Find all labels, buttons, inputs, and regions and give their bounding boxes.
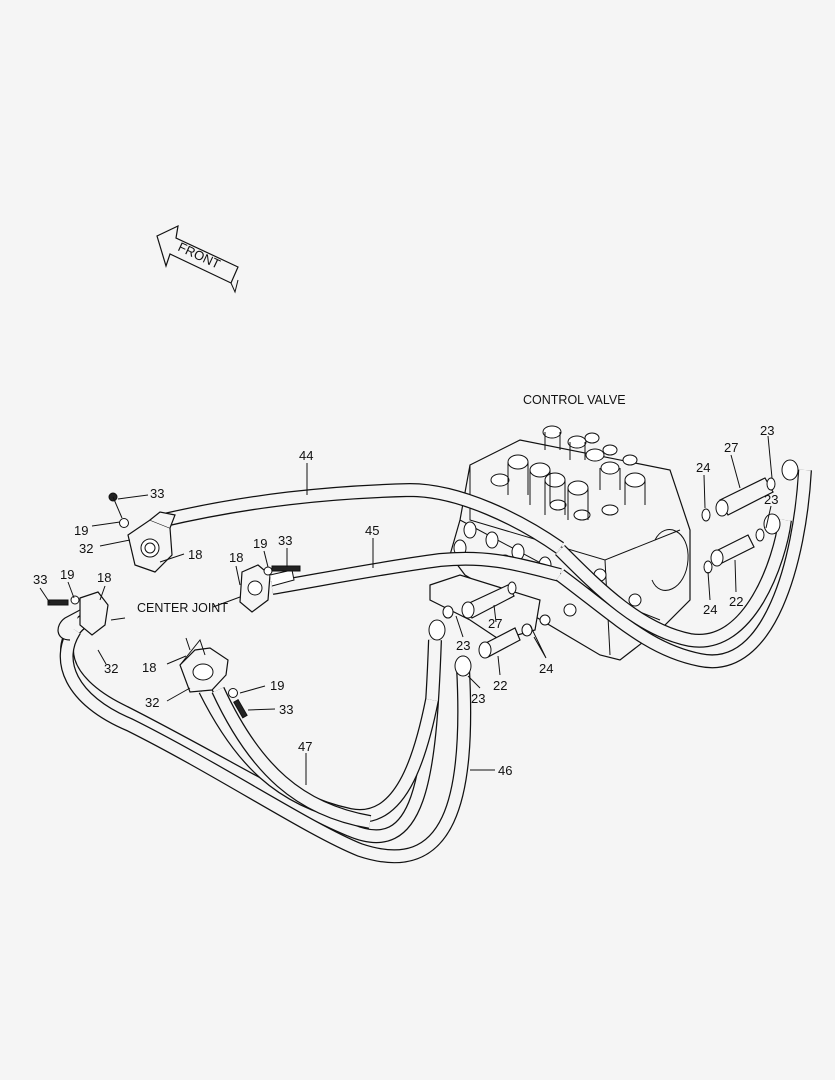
label-18-d: 18 — [142, 660, 156, 675]
control-valve-caption: CONTROL VALVE — [523, 393, 626, 407]
label-19-b: 19 — [253, 536, 267, 551]
label-24-b: 24 — [703, 602, 717, 617]
label-19-c: 19 — [60, 567, 74, 582]
label-24-a: 24 — [696, 460, 710, 475]
label-33-a: 33 — [150, 486, 164, 501]
label-23-d: 23 — [471, 691, 485, 706]
label-32-a: 32 — [79, 541, 93, 556]
hoses — [59, 469, 812, 864]
part-labels: 33 19 32 18 44 45 18 19 33 33 19 18 CENT… — [33, 423, 778, 778]
center-joint-caption: CENTER JOINT — [137, 601, 228, 615]
leader-lines — [39, 435, 773, 785]
fitting-22-right — [703, 513, 781, 574]
label-22-a: 22 — [729, 594, 743, 609]
label-33-b: 33 — [278, 533, 292, 548]
label-22-b: 22 — [493, 678, 507, 693]
label-32-c: 32 — [104, 661, 118, 676]
label-45: 45 — [365, 523, 379, 538]
front-arrow-icon: FRONT — [156, 224, 239, 294]
flange-upper-left — [108, 492, 176, 573]
label-44: 44 — [299, 448, 313, 463]
label-33-c: 33 — [33, 572, 47, 587]
label-47: 47 — [298, 739, 312, 754]
label-19-a: 19 — [74, 523, 88, 538]
label-18-c: 18 — [97, 570, 111, 585]
label-23-b: 23 — [764, 492, 778, 507]
label-23-a: 23 — [760, 423, 774, 438]
spool-caps — [490, 425, 646, 521]
label-24-c: 24 — [539, 661, 553, 676]
flange-center — [239, 564, 295, 613]
fitting-27-right — [701, 459, 799, 522]
flange-left — [47, 591, 109, 641]
label-19-d: 19 — [270, 678, 284, 693]
label-27-b: 27 — [488, 616, 502, 631]
label-18-a: 18 — [188, 547, 202, 562]
label-46: 46 — [498, 763, 512, 778]
fittings — [47, 459, 799, 719]
label-33-d: 33 — [279, 702, 293, 717]
label-23-c: 23 — [456, 638, 470, 653]
label-27-a: 27 — [724, 440, 738, 455]
label-32-d: 32 — [145, 695, 159, 710]
fitting-27-23-left — [442, 581, 517, 619]
flange-lower — [179, 638, 248, 719]
label-18-b: 18 — [229, 550, 243, 565]
